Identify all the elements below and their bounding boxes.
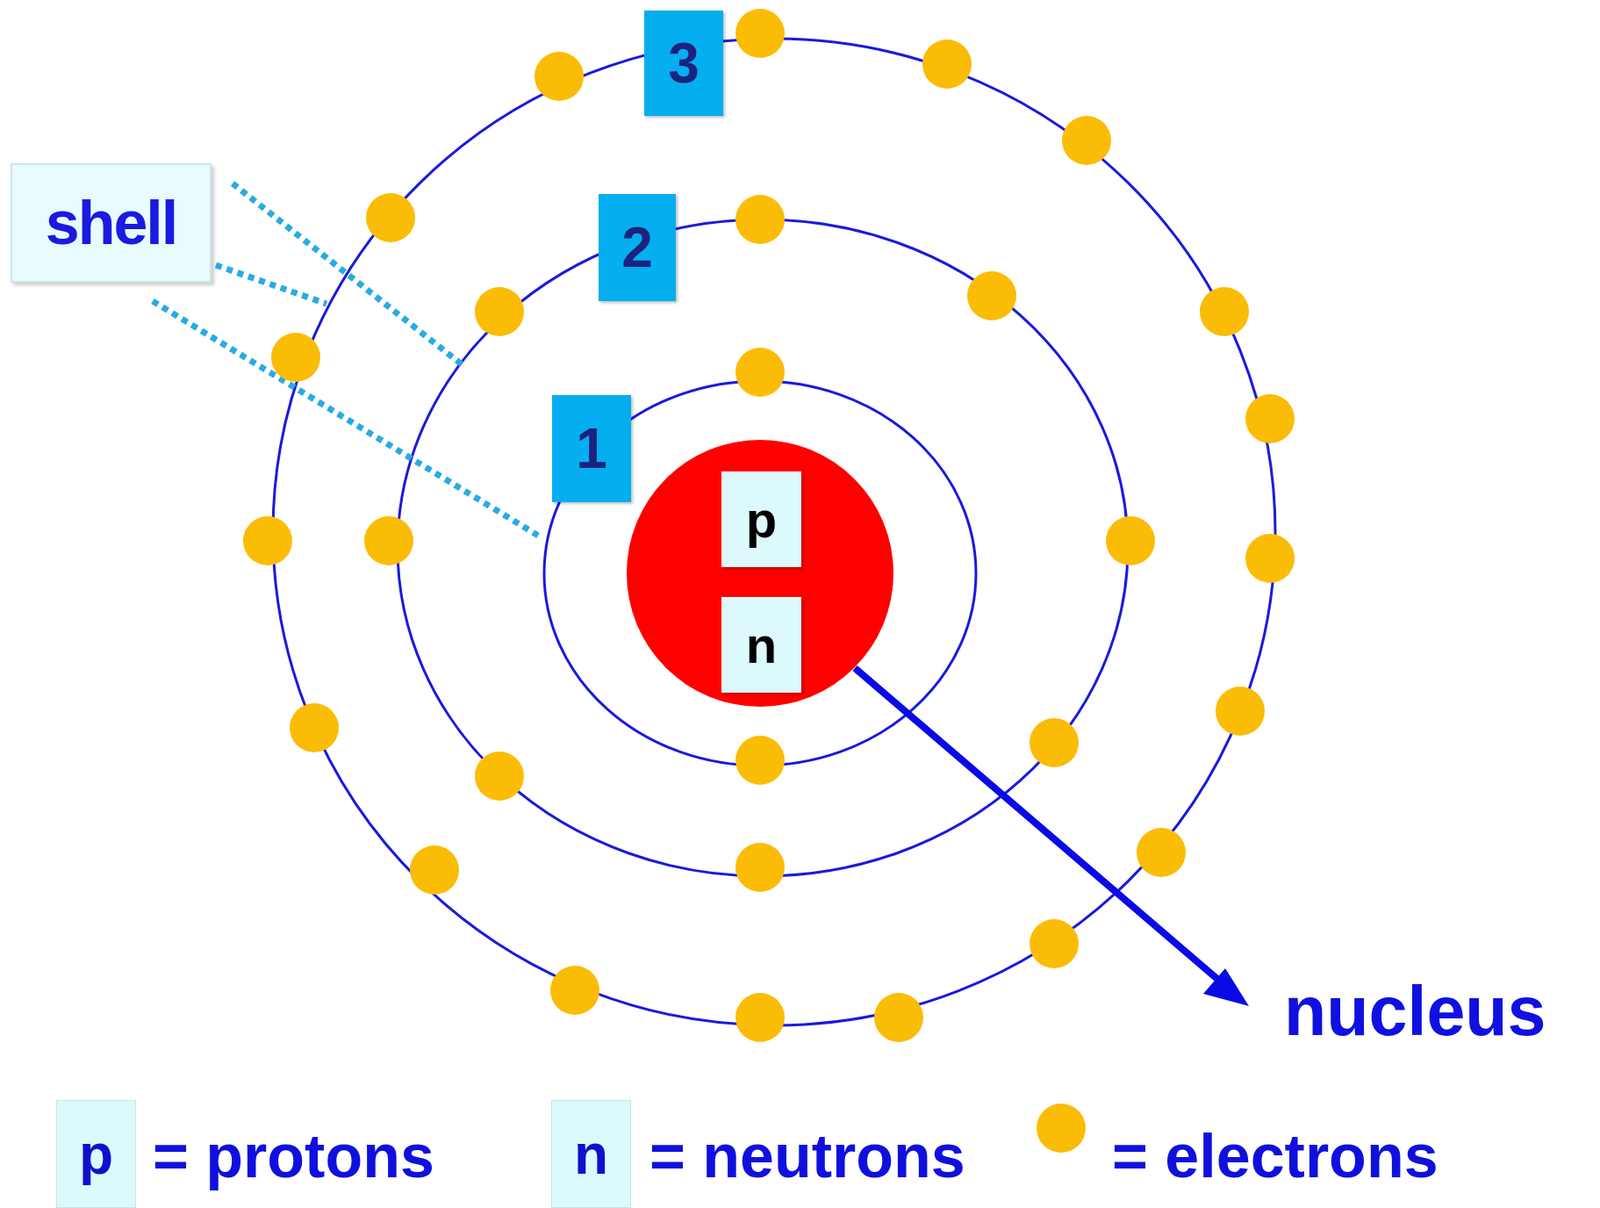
electron-shell (272, 38, 1276, 1026)
electron (271, 332, 321, 382)
electron (1061, 115, 1112, 166)
electron (874, 992, 924, 1042)
electron (474, 751, 524, 801)
nucleus-circle (626, 439, 894, 707)
electron (922, 39, 972, 89)
particle-box: n (721, 596, 802, 693)
shell-label-box: shell (10, 163, 212, 283)
legend-entry: = electrons (1112, 1120, 1439, 1192)
legend-text: = neutrons (649, 1125, 966, 1187)
electron (1105, 516, 1156, 566)
legend-text: = electrons (1112, 1125, 1439, 1187)
node-text: p (78, 1126, 114, 1183)
node-text: n (746, 619, 777, 671)
electron (1029, 717, 1079, 768)
legend-entry: = protons (152, 1120, 435, 1192)
legend-text: = protons (152, 1125, 435, 1187)
legend-sample-box: p (56, 1099, 137, 1208)
electron (735, 8, 785, 58)
arrow-head (1203, 968, 1249, 1006)
electron (735, 842, 785, 892)
electron (289, 703, 339, 753)
node-text: 3 (667, 35, 700, 92)
electron (1245, 394, 1295, 444)
electron (534, 51, 584, 101)
electron (474, 286, 524, 337)
legend-entry: = neutrons (649, 1120, 966, 1192)
electron (1245, 533, 1295, 583)
node-text: shell (45, 192, 178, 254)
electron (550, 965, 600, 1015)
electron (1136, 827, 1186, 877)
pointer-label: nucleus (1284, 971, 1547, 1050)
shell-number: 3 (644, 10, 724, 116)
electron (735, 992, 785, 1042)
legend-sample-box: n (551, 1099, 632, 1208)
electron (364, 516, 414, 566)
node-text: p (746, 494, 777, 546)
pointer-arrow (854, 667, 1225, 985)
electron (1215, 686, 1265, 736)
label: nucleus (1284, 975, 1547, 1046)
node-text: 2 (621, 219, 653, 276)
node-text: n (573, 1126, 609, 1183)
leader-line (232, 183, 462, 365)
node-text: 1 (575, 420, 608, 477)
electron (1029, 918, 1079, 969)
electron (243, 516, 293, 566)
electron (735, 735, 785, 785)
electron (1199, 286, 1249, 337)
legend-swatch (1036, 1103, 1086, 1153)
electron (409, 845, 460, 895)
electron-shell (544, 380, 976, 766)
electron (365, 193, 416, 243)
electron (735, 347, 785, 397)
electron-shell (397, 219, 1128, 876)
leader-line (215, 265, 327, 304)
leader-line (152, 301, 539, 536)
particle-box: p (721, 471, 802, 567)
shell-number: 2 (598, 193, 676, 302)
shell-number: 1 (552, 394, 632, 503)
electron (735, 194, 785, 244)
electron (967, 271, 1017, 321)
